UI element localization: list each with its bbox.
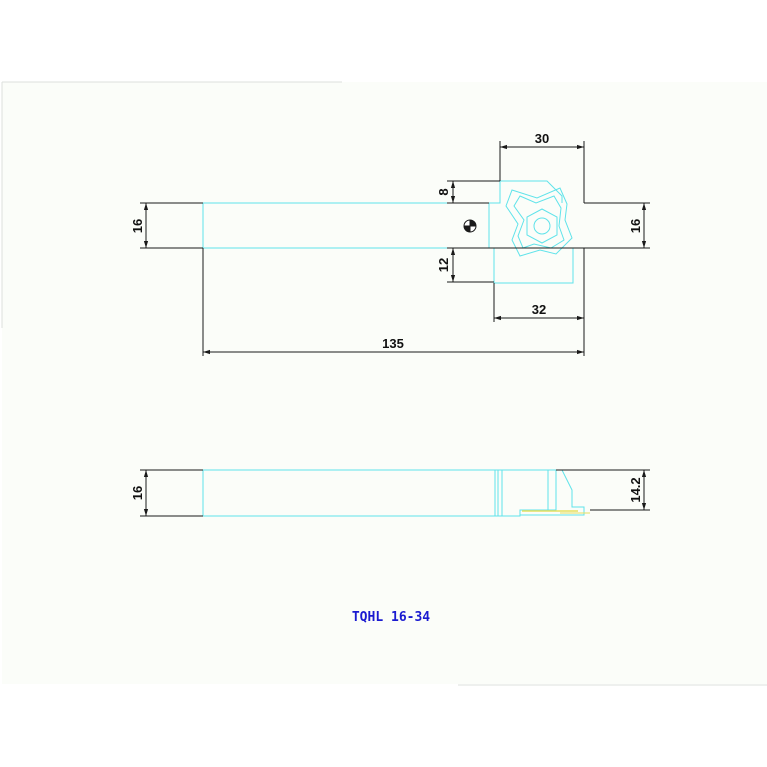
shank-outline [202,202,490,249]
dim-lower-width: 32 [493,248,585,322]
dim-head-height: 16 [489,202,650,249]
side-view: 16 14.2 [130,469,650,517]
dim-head-width: 30 [499,131,585,203]
dim-head-height-label: 16 [628,219,643,233]
dim-center-height: 14.2 [556,469,650,511]
dim-side-shank-thickness: 16 [130,469,203,517]
dim-side-shank-thickness-label: 16 [130,486,145,500]
dim-upper-offset: 8 [436,180,500,204]
model-title: TQHL 16-34 [352,610,430,625]
side-head-outline [495,469,549,517]
drawing-sheet [2,82,767,684]
center-mark-symbol [463,219,477,233]
dim-shank-height: 16 [130,202,203,249]
dim-center-height-label: 14.2 [628,477,643,502]
dim-lower-width-label: 32 [532,302,546,317]
dim-head-width-label: 30 [535,131,549,146]
clamp-screw-hex [526,208,558,244]
side-clamp-block [547,469,557,511]
insert-outline [505,187,573,257]
dim-lower-offset: 12 [436,247,494,283]
head-lower-outline [493,248,574,284]
side-shank-outline [202,469,496,517]
clamp-screw-hole [533,217,551,235]
dim-upper-offset-label: 8 [436,188,451,195]
head-upper-outline [489,180,563,204]
dim-shank-height-label: 16 [130,219,145,233]
dim-overall-length-label: 135 [382,336,404,351]
dim-overall-length: 135 [202,248,585,356]
dim-lower-offset-label: 12 [436,258,451,272]
top-view: 16 30 8 12 16 [130,131,650,356]
